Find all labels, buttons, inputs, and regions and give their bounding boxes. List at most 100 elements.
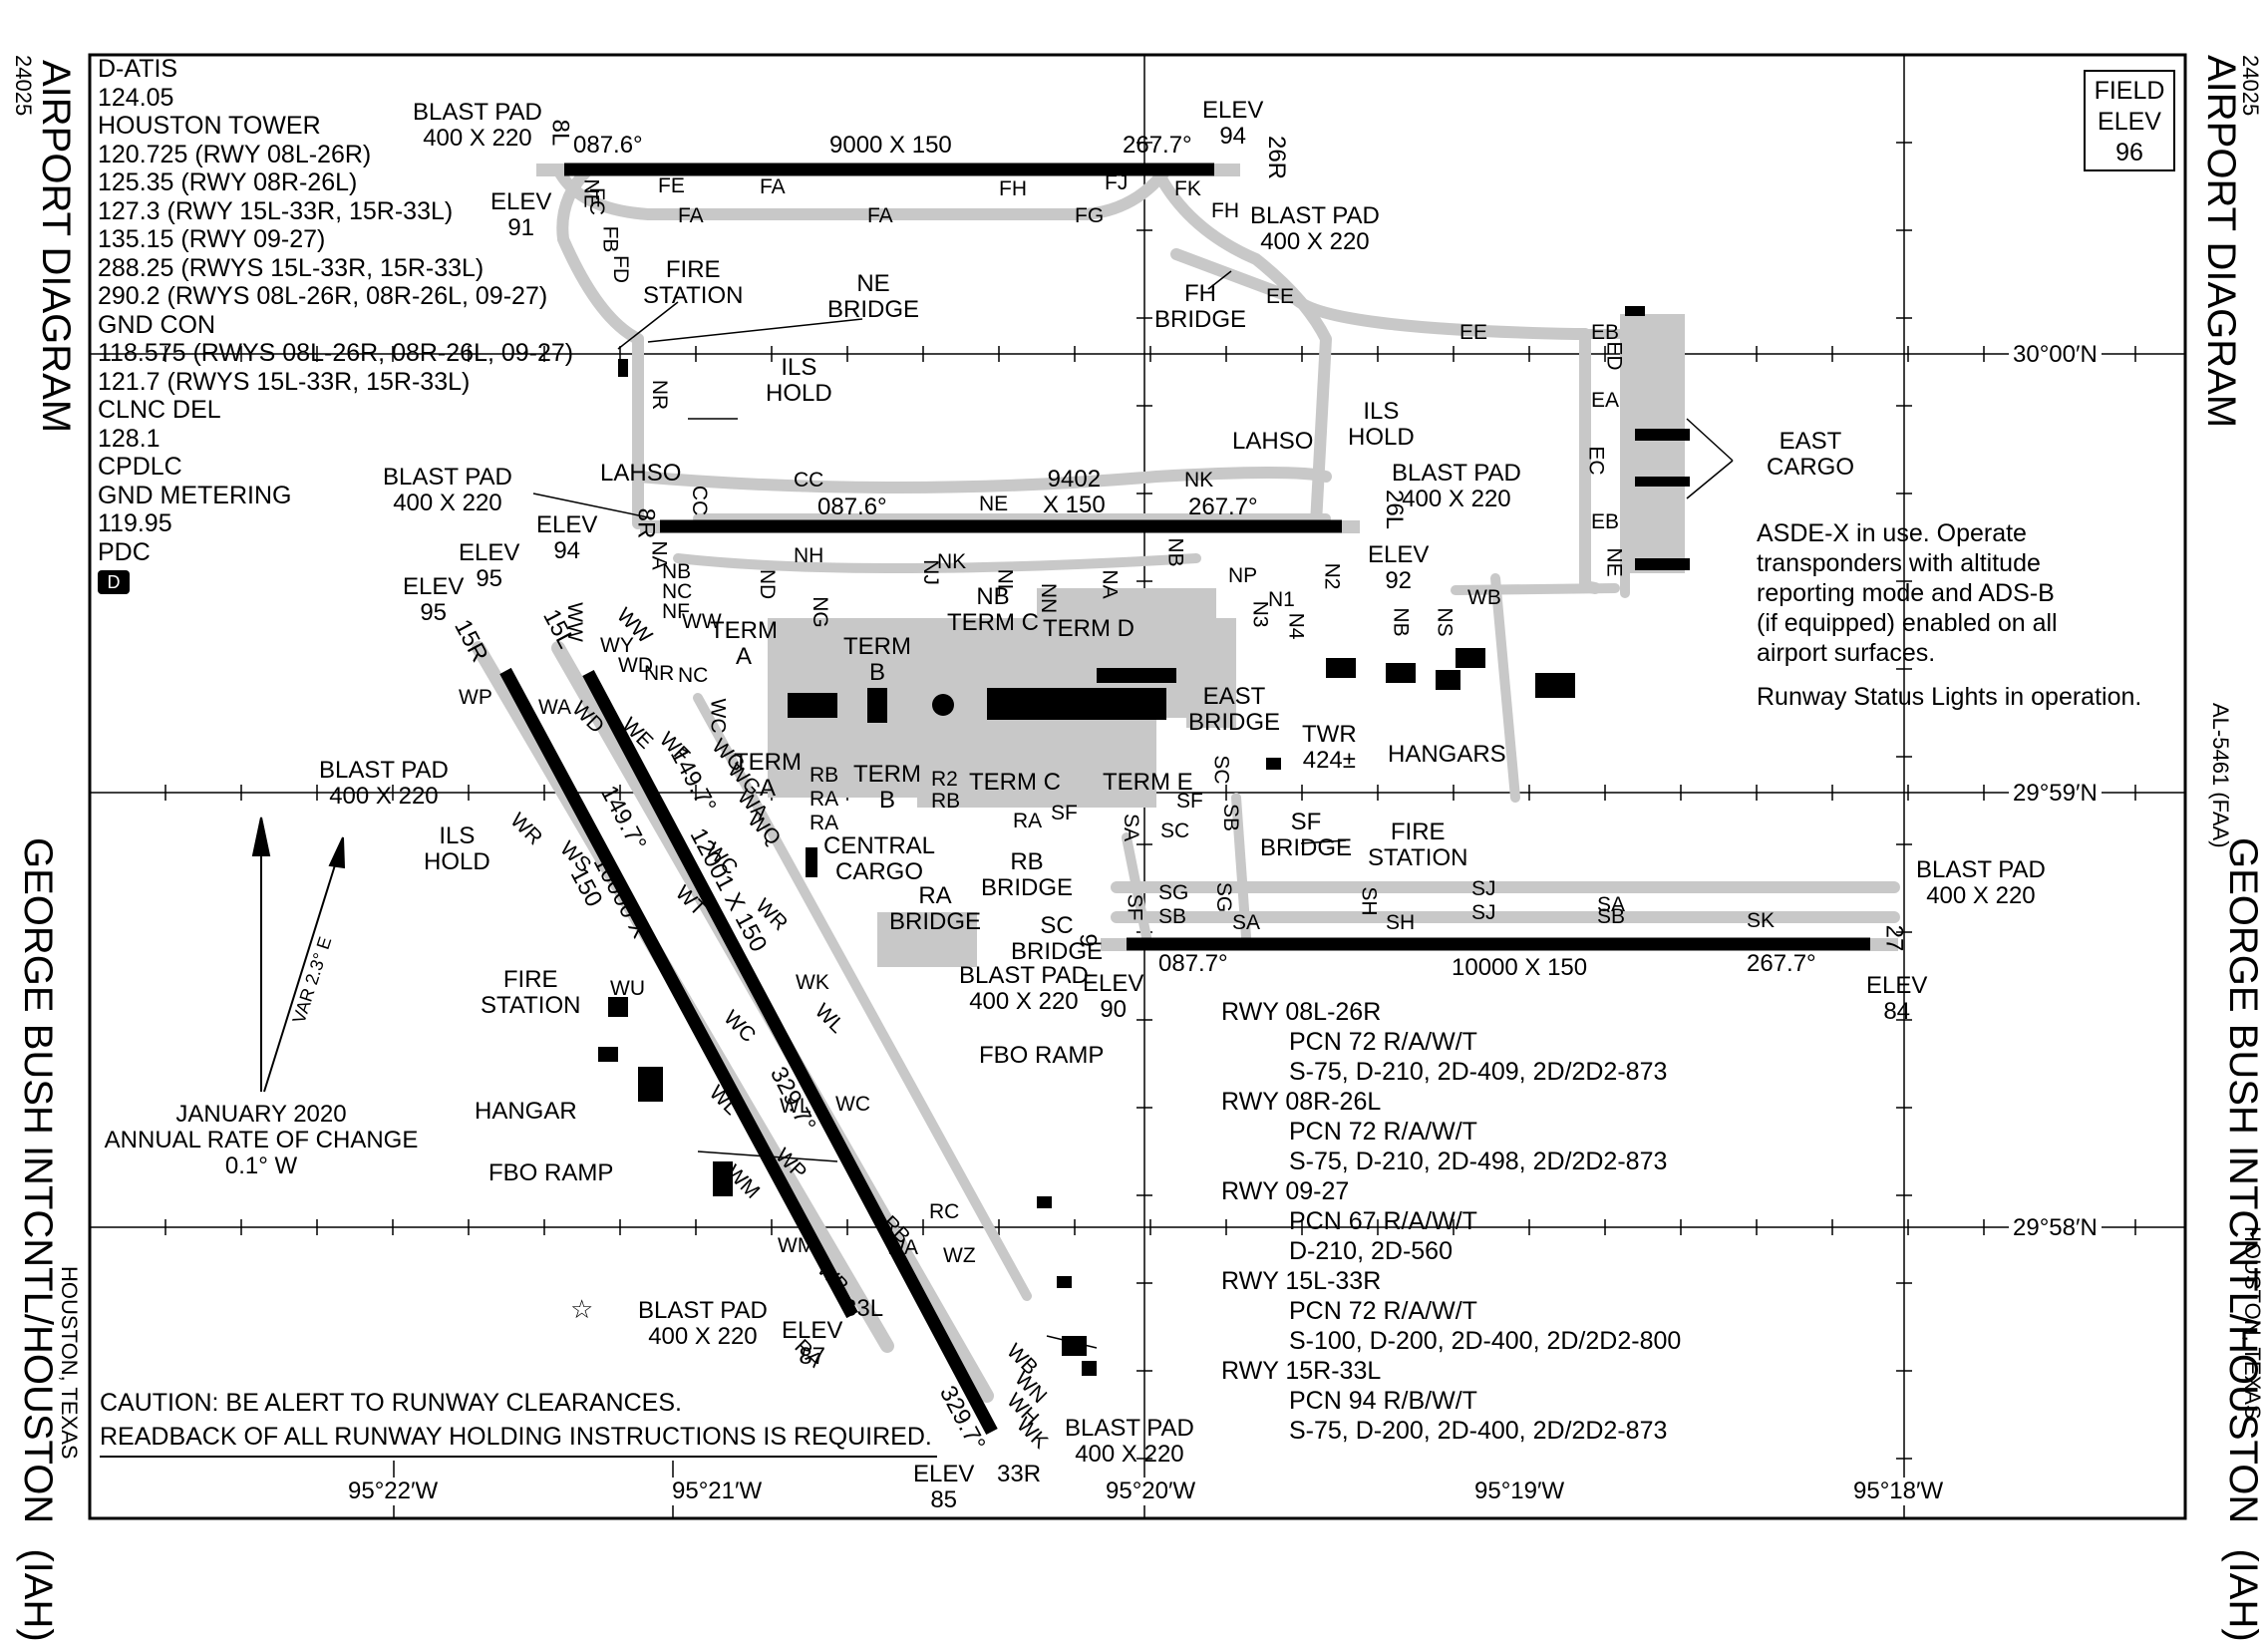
taxiway-label: WK [796,971,829,994]
taxiway-label: FA [678,204,704,227]
taxiway-label: EA [1591,389,1620,412]
frequency-line: 288.25 (RWYS 15L-33R, 15R-33L) [98,253,485,282]
map-label-lahso-w: LAHSO [600,460,682,487]
taxiway-label: SC [1160,820,1190,842]
taxiway-label: WC [706,698,730,734]
taxiway-label: NE [979,493,1009,515]
taxiway-label: N1 [1268,588,1295,611]
frequency-line: 120.725 (RWY 08L-26R) [98,140,372,168]
var-rate-label: ANNUAL RATE OF CHANGE [104,1127,419,1153]
runway-08l-26r-hdg-e: 267.7° [1123,132,1192,159]
leader-lines [532,270,1734,1349]
field-elev-value: 96 [2115,139,2143,166]
taxiway-label: CC [794,469,824,492]
taxiway-label: SJ [1471,877,1496,900]
field-elevation-box: FIELD ELEV 96 [2084,70,2175,171]
taxiway-label: NF [662,600,690,623]
frequency-line: D-ATIS [98,55,178,83]
runway-data-rwy: RWY 08L-26R [1221,998,1382,1026]
runway-data-pcn: PCN 72 R/A/W/T [1289,1118,1477,1146]
taxiway-label: WD [618,654,653,677]
taxiway-label: RC [929,1200,960,1223]
magnetic-variation-arrows [251,817,346,1093]
taxiway-label: CC [688,485,712,516]
map-label-hangar-w: HANGAR [475,1098,577,1125]
runway-data-pcn: PCN 67 R/A/W/T [1289,1207,1477,1235]
taxiway-label: SA [1120,813,1143,842]
caution-line-2: READBACK OF ALL RUNWAY HOLDING INSTRUCTI… [100,1423,932,1451]
runway-data-rwy: RWY 15R-33L [1221,1357,1382,1385]
taxiway-label: NB [1389,607,1413,637]
lat-29-59: 29°59′N [2009,780,2102,808]
taxiway-label: SA [1597,893,1626,916]
taxiway-label: FA [760,175,786,198]
asde-note-line: (if equipped) enabled on all [1757,609,2058,637]
taxiway-label: SB [1158,905,1187,928]
taxiway-label: NB [662,560,692,583]
taxiway-label: WW [682,610,722,633]
airport-diagram-map: ☆ [88,53,2187,1520]
var-rate: 0.1° W [224,1152,298,1179]
taxiway-label: NP [1228,564,1258,587]
taxiway-label: ND [756,568,780,600]
pdc-badge-row: D [98,566,573,595]
map-label-lahso-e: LAHSO [1232,428,1314,455]
map-label-hangars: HANGARS [1388,741,1506,768]
taxiway-label: SA [1232,911,1261,934]
asde-note-line: transponders with altitude [1757,549,2041,577]
taxiway-pavement [472,164,1900,1403]
taxiway-label: RB [931,790,961,813]
runway-data-rwy: RWY 15L-33R [1221,1267,1382,1295]
frequency-line: CLNC DEL [98,396,221,424]
lon-95-20: 95°20′W [1102,1478,1200,1505]
title-left: AIRPORT DIAGRAM [34,60,78,434]
taxiway-label: NC [662,580,693,603]
frequency-line: 119.95 [98,509,172,537]
taxiway-label: SH [1357,886,1381,916]
map-label-term-e: TERM E [1103,769,1193,796]
taxiway-label: NA [1098,569,1122,599]
runway-09-27-dims: 10000 X 150 [1452,954,1588,981]
runway-data-pcn: PCN 72 R/A/W/T [1289,1297,1477,1325]
runway-data-pcn: PCN 72 R/A/W/T [1289,1028,1477,1056]
field-elev-line1: FIELD [2094,77,2165,105]
runway-08r-26l-end-w: 8R [632,507,660,539]
title-right: AIRPORT DIAGRAM [2199,55,2243,429]
taxiway-label: WP [459,686,492,709]
taxiway-label: FE [658,174,685,197]
airport-name-text-right: GEORGE BUSH INTCNTL/HOUSTON [2221,837,2265,1524]
taxiway-label: WU [610,977,645,1000]
runway-09-27-hdg-e: 267.7° [1747,950,1816,977]
taxiway-label: ED [1602,341,1626,371]
taxiway-label: NG [808,596,831,628]
blast-pads [536,164,1898,951]
runway-08r-26l-hdg-w: 087.6° [817,493,887,520]
taxiway-label: SC [1209,755,1233,785]
asde-note-line: reporting mode and ADS-B [1757,579,2055,607]
taxiway-label: FH [999,177,1027,200]
frequency-line: 290.2 (RWYS 08L-26R, 08R-26L, 09-27) [98,282,548,310]
map-label-fbo-ramp-e: FBO RAMP [979,1042,1105,1069]
